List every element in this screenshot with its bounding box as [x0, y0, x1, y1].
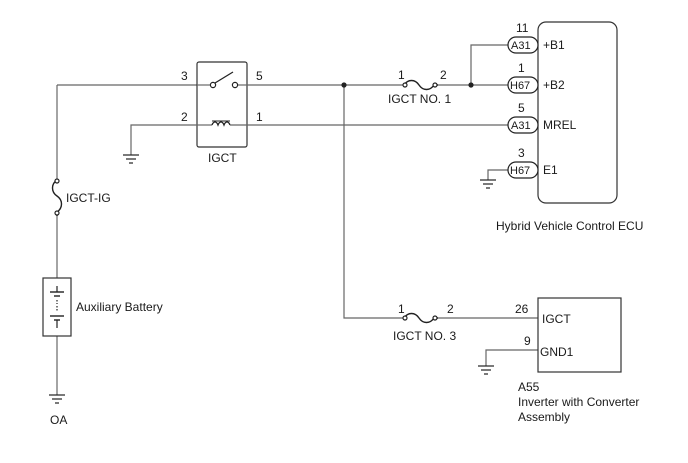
fuse-igct-ig: IGCT-IG	[51, 178, 111, 216]
inverter-converter-assembly: 26 IGCT 9 GND1 A55 Inverter with Convert…	[515, 297, 639, 424]
ecu-pin-b1: A31 11 +B1	[507, 21, 565, 54]
fuse-igct-ig-label: IGCT-IG	[66, 191, 111, 205]
fuse-igct-no3-pin-1: 1	[398, 302, 405, 316]
ecu-pin-mrel-name: MREL	[543, 118, 577, 132]
ecu-pin-b2: H67 1 +B2	[507, 61, 565, 94]
relay-label: IGCT	[208, 151, 237, 165]
main-bus-wire	[247, 82, 538, 319]
ecu-e1-ground	[480, 169, 508, 189]
fuse-igct-no1-pin-2: 2	[440, 68, 447, 82]
auxiliary-battery: Auxiliary Battery	[42, 277, 163, 337]
fuse-igct-no1: 1 2 IGCT NO. 1	[388, 68, 451, 106]
ecu-pin-b1-connector: A31	[511, 40, 531, 52]
inverter-gnd1-ground	[478, 349, 538, 375]
fuse-igct-no3-pin-2: 2	[447, 302, 454, 316]
ecu-pin-b1-number: 11	[516, 21, 529, 35]
left-feed-wire	[56, 84, 197, 395]
relay-pin-3: 3	[181, 69, 188, 83]
ground-oa: OA	[49, 394, 67, 427]
ecu-pin-e1-name: E1	[543, 163, 558, 177]
ecu-pin-e1: H67 3 E1	[507, 146, 558, 179]
inverter-pin-gnd1-name: GND1	[540, 345, 574, 359]
relay-pin-2: 2	[181, 110, 188, 124]
fuse-igct-no1-label: IGCT NO. 1	[388, 92, 451, 106]
relay-igct: 3 5 2 1 IGCT	[181, 61, 263, 165]
relay-coil-ground	[123, 124, 197, 164]
ground-oa-label: OA	[50, 413, 67, 427]
fuse-igct-no3: 1 2 IGCT NO. 3	[393, 302, 456, 343]
inverter-name-line2: Assembly	[518, 410, 570, 424]
fuse-igct-no3-label: IGCT NO. 3	[393, 329, 456, 343]
ecu-pin-e1-number: 3	[518, 146, 525, 160]
battery-label: Auxiliary Battery	[76, 300, 163, 314]
fuse-igct-no1-pin-1: 1	[398, 68, 405, 82]
inverter-pin-igct-name: IGCT	[542, 312, 571, 326]
inverter-name-line1: Inverter with Converter	[518, 395, 639, 409]
relay-pin-5: 5	[256, 69, 263, 83]
inverter-pin-igct-number: 26	[515, 302, 529, 316]
ecu-label: Hybrid Vehicle Control ECU	[496, 219, 643, 233]
ecu-pin-b2-number: 1	[518, 61, 525, 75]
ecu-pin-b1-name: +B1	[543, 38, 565, 52]
inverter-code: A55	[518, 380, 540, 394]
ecu-pin-mrel-number: 5	[518, 101, 525, 115]
inverter-pin-gnd1-number: 9	[524, 334, 531, 348]
hybrid-vehicle-control-ecu: Hybrid Vehicle Control ECU A31 11 +B1 H6…	[496, 21, 643, 233]
ecu-pin-b2-name: +B2	[543, 78, 565, 92]
ecu-pin-e1-connector: H67	[510, 165, 530, 177]
relay-pin-1: 1	[256, 110, 263, 124]
ecu-pin-mrel: A31 5 MREL	[507, 101, 577, 134]
ecu-pin-mrel-connector: A31	[511, 120, 531, 132]
ecu-pin-b2-connector: H67	[510, 80, 530, 92]
b1-branch-wire	[468, 44, 508, 88]
